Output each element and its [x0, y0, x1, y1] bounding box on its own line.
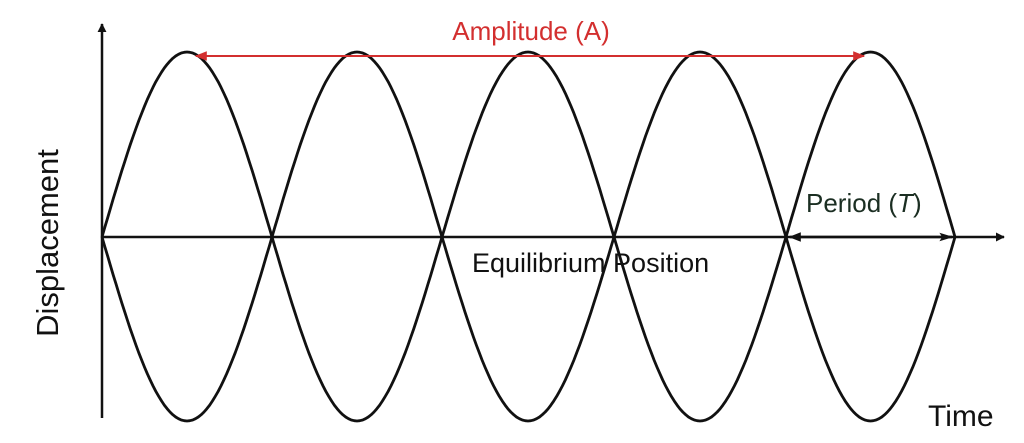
lower-displacement-curve: [100, 235, 957, 423]
equilibrium-position-label: Equilibrium Position: [472, 248, 709, 278]
period-label: Period (T): [806, 188, 922, 218]
x-axis-label: Time: [928, 400, 994, 433]
y-axis-label: Displacement: [30, 149, 65, 337]
amplitude-label: Amplitude (A): [452, 16, 610, 46]
